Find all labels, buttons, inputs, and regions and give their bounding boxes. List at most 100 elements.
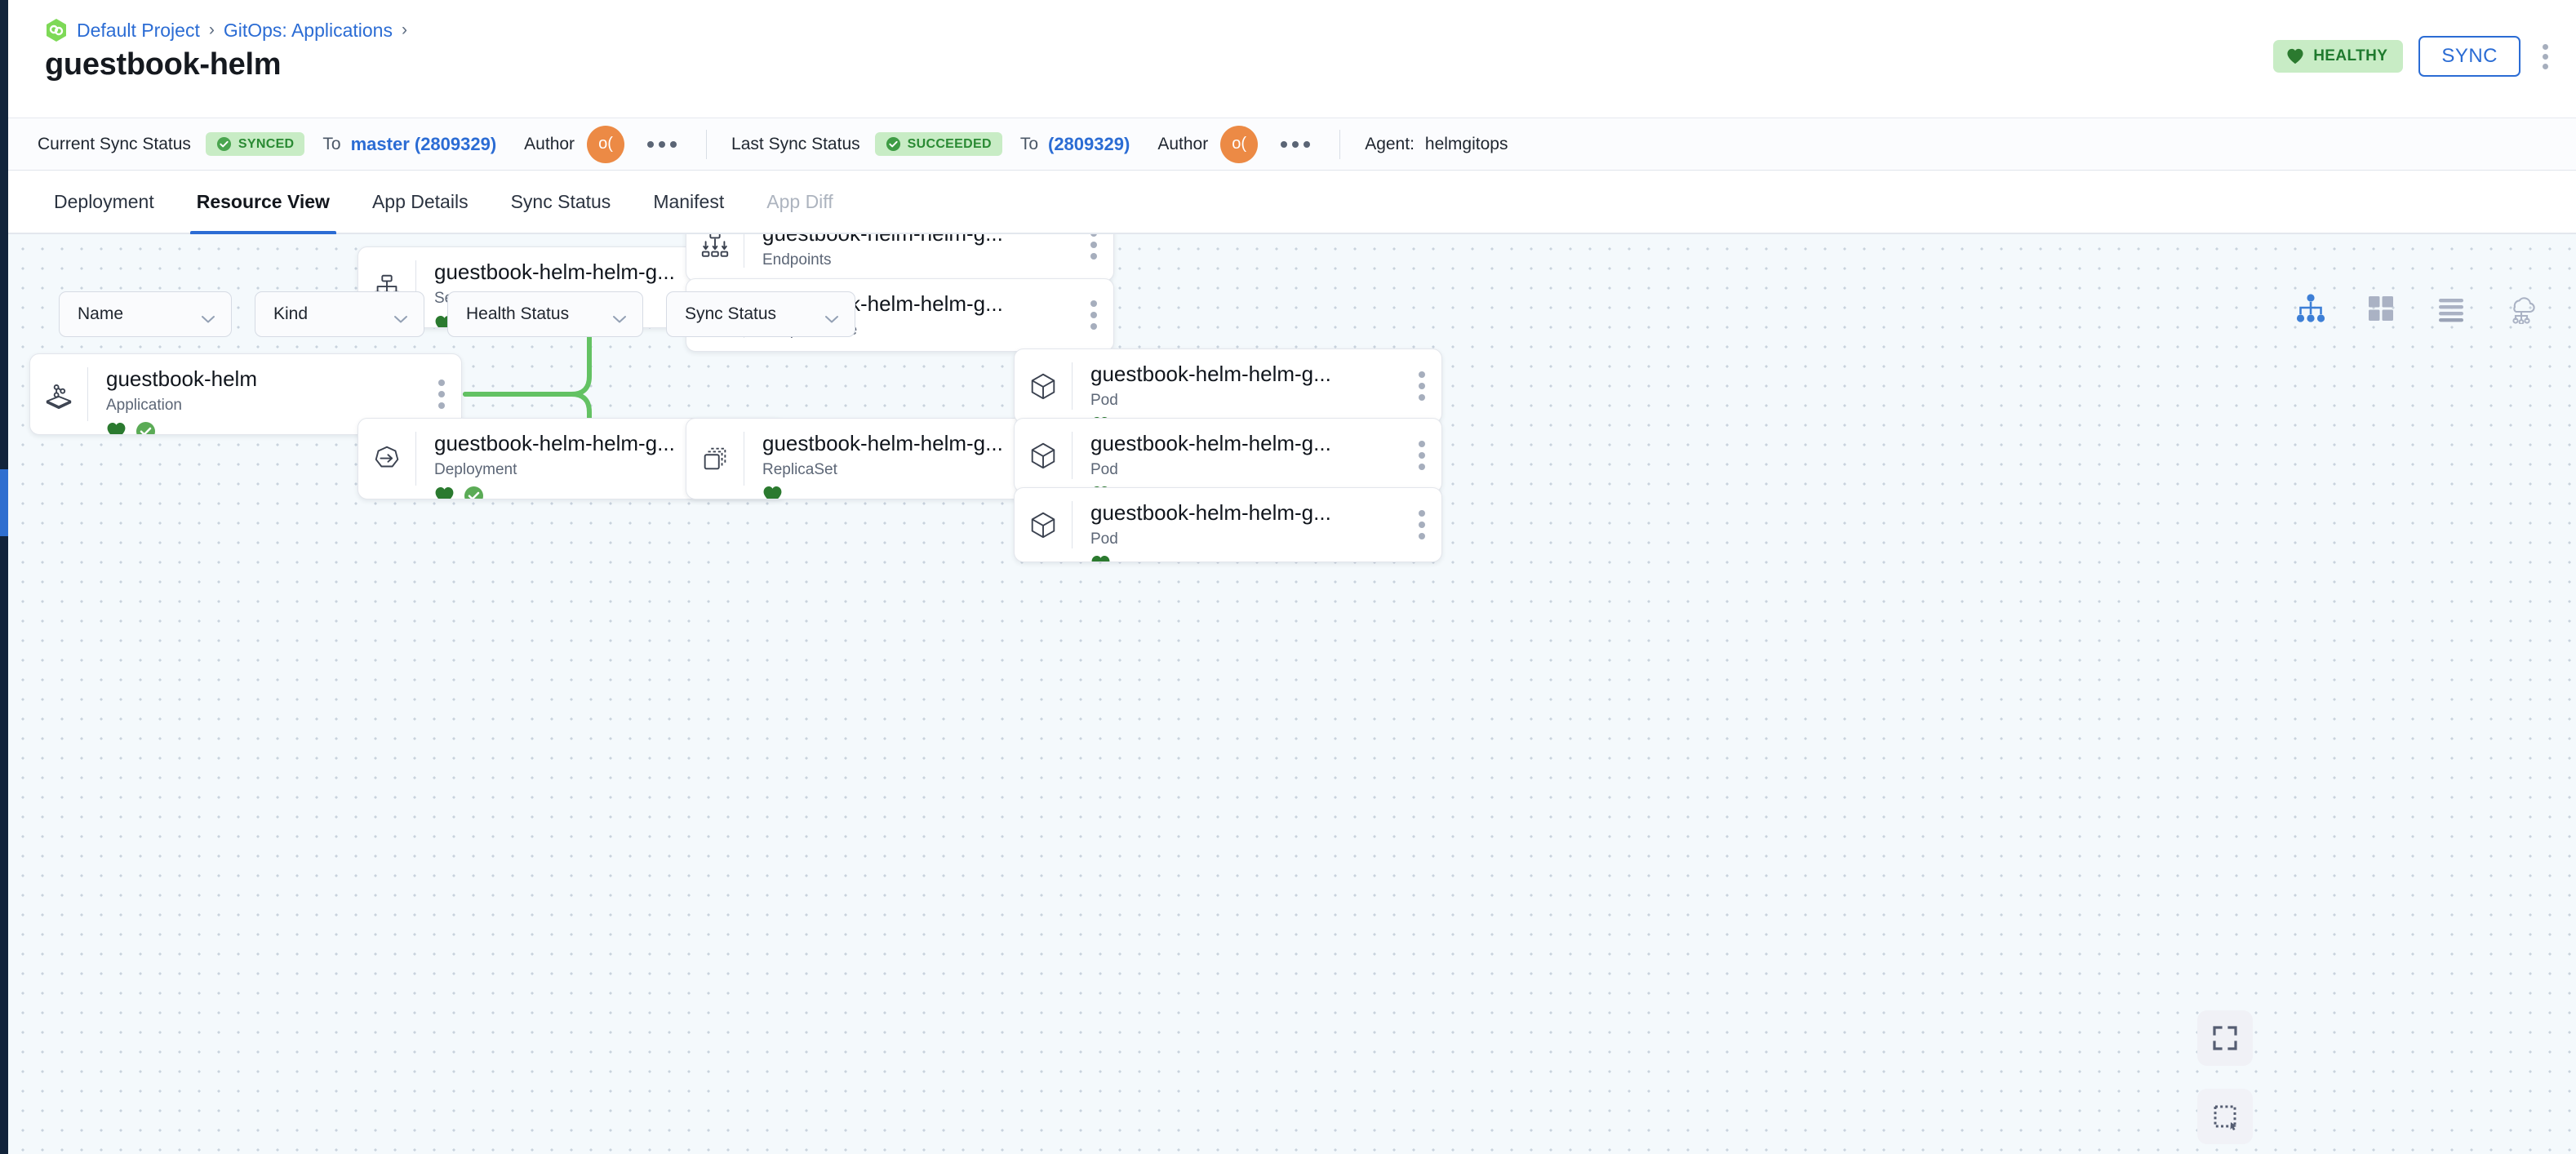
- current-sync-status-label: Current Sync Status: [38, 134, 191, 153]
- tab-sync-status[interactable]: Sync Status: [510, 190, 611, 212]
- heart-icon: [434, 486, 455, 499]
- node-status: [1090, 555, 1402, 561]
- check-circle-icon: [135, 421, 156, 434]
- divider: [415, 432, 416, 486]
- node-kind: Pod: [1090, 391, 1118, 409]
- selection-box-button[interactable]: [2197, 1089, 2253, 1144]
- replicaset-icon: [686, 419, 744, 499]
- divider: [1072, 362, 1073, 410]
- filter-sync-status[interactable]: Sync Status: [666, 291, 855, 337]
- node-status: [434, 486, 746, 499]
- divider: [87, 367, 88, 421]
- application-icon: [30, 354, 87, 434]
- node-status: [106, 421, 422, 434]
- kebab-vertical-icon[interactable]: [2536, 41, 2555, 73]
- chevron-down-icon: [393, 309, 409, 323]
- kebab-vertical-icon[interactable]: [1074, 279, 1113, 351]
- current-sync-status-badge[interactable]: SYNCED: [205, 132, 305, 156]
- graph-node-pod-2[interactable]: guestbook-helm-helm-g... Pod: [1014, 418, 1442, 493]
- node-kind: Endpoints: [762, 251, 832, 269]
- filter-kind-label: Kind: [273, 304, 309, 323]
- node-name: guestbook-helm-helm-g...: [1090, 362, 1331, 386]
- filter-health-status[interactable]: Health Status: [447, 291, 643, 337]
- last-sync-status-badge-label: SUCCEEDED: [907, 136, 992, 151]
- node-kind: Pod: [1090, 460, 1118, 478]
- breadcrumb-item-gitops-applications[interactable]: GitOps: Applications: [223, 19, 393, 41]
- current-author-label: Author: [524, 134, 575, 153]
- filter-name[interactable]: Name: [59, 291, 232, 337]
- tab-manifest[interactable]: Manifest: [653, 190, 725, 212]
- heart-icon: [2286, 48, 2304, 64]
- breadcrumb-item-default-project[interactable]: Default Project: [77, 19, 200, 41]
- node-name: guestbook-helm-helm-g...: [1090, 432, 1331, 455]
- check-circle-icon: [216, 136, 232, 152]
- divider: [1072, 432, 1073, 479]
- argo-project-icon: [45, 18, 68, 42]
- graph-node-pod-1[interactable]: guestbook-helm-helm-g... Pod: [1014, 348, 1442, 424]
- breadcrumb-separator: ›: [208, 20, 215, 39]
- app-rail: [0, 0, 8, 1154]
- graph-node-pod-3[interactable]: guestbook-helm-helm-g... Pod: [1014, 487, 1442, 562]
- node-name: guestbook-helm-helm-g...: [762, 234, 1074, 246]
- pod-icon: [1015, 488, 1072, 561]
- breadcrumb-separator: ›: [401, 20, 407, 39]
- network-view-icon[interactable]: [2506, 293, 2537, 325]
- current-revision-link[interactable]: master (2809329): [350, 133, 497, 154]
- check-circle-icon: [464, 486, 484, 499]
- page-header: Default Project › GitOps: Applications ›…: [8, 0, 2576, 118]
- avatar[interactable]: o(: [1220, 125, 1259, 163]
- last-revision-link[interactable]: (2809329): [1048, 133, 1130, 154]
- deployment-icon: [358, 419, 415, 499]
- last-sync-status-label: Last Sync Status: [731, 134, 860, 153]
- kebab-vertical-icon[interactable]: [1402, 419, 1441, 492]
- breadcrumb: Default Project › GitOps: Applications ›: [45, 18, 407, 42]
- node-name: guestbook-helm-helm-g...: [1090, 501, 1331, 525]
- last-to-label: To: [1019, 134, 1038, 153]
- node-kind: ReplicaSet: [762, 460, 837, 478]
- kebab-horizontal-icon[interactable]: [1276, 136, 1315, 153]
- chevron-down-icon: [824, 309, 840, 323]
- tab-app-diff: App Diff: [766, 190, 833, 212]
- tab-deployment[interactable]: Deployment: [54, 190, 154, 212]
- chevron-down-icon: [200, 309, 216, 323]
- last-sync-status-badge[interactable]: SUCCEEDED: [874, 132, 1002, 156]
- tab-bar: Deployment Resource View App Details Syn…: [8, 170, 2576, 235]
- filter-health-status-label: Health Status: [466, 304, 570, 323]
- resource-graph-canvas[interactable]: Name Kind Health Status Sync Status: [8, 234, 2576, 1154]
- filter-bar: Name Kind Health Status Sync Status: [59, 291, 855, 337]
- sync-button[interactable]: SYNC: [2418, 36, 2520, 77]
- selection-box-icon: [2211, 1103, 2239, 1130]
- graph-node-endpoints[interactable]: guestbook-helm-helm-g... Endpoints: [686, 234, 1114, 282]
- node-status: [762, 486, 1074, 499]
- kebab-vertical-icon[interactable]: [422, 354, 461, 434]
- tab-app-details[interactable]: App Details: [371, 190, 469, 212]
- filter-name-label: Name: [78, 304, 124, 323]
- check-circle-icon: [886, 136, 901, 152]
- filter-kind[interactable]: Kind: [255, 291, 424, 337]
- sync-status-bar: Current Sync Status SYNCED To master (28…: [8, 118, 2576, 171]
- heart-icon: [106, 422, 127, 434]
- health-badge-label: HEALTHY: [2313, 47, 2388, 64]
- kebab-vertical-icon[interactable]: [1074, 234, 1113, 281]
- divider: [1072, 501, 1073, 548]
- chevron-down-icon: [611, 309, 628, 323]
- filter-sync-status-label: Sync Status: [685, 304, 777, 323]
- tab-resource-view[interactable]: Resource View: [175, 170, 351, 235]
- tree-view-icon[interactable]: [2295, 293, 2326, 324]
- pod-icon: [1015, 419, 1072, 492]
- agent-label: Agent:: [1365, 134, 1415, 153]
- kebab-vertical-icon[interactable]: [1402, 488, 1441, 561]
- list-view-icon[interactable]: [2436, 293, 2467, 324]
- kebab-vertical-icon[interactable]: [1402, 349, 1441, 423]
- avatar[interactable]: o(: [587, 125, 625, 163]
- divider: [1339, 129, 1341, 159]
- grid-view-icon[interactable]: [2365, 293, 2396, 324]
- agent-value: helmgitops: [1424, 134, 1508, 153]
- page-title: guestbook-helm: [45, 47, 282, 82]
- current-sync-status-badge-label: SYNCED: [238, 136, 295, 151]
- view-toggle-group: [2295, 293, 2537, 325]
- kebab-horizontal-icon[interactable]: [642, 136, 682, 153]
- fullscreen-expand-button[interactable]: [2197, 1010, 2253, 1066]
- last-author-label: Author: [1157, 134, 1209, 153]
- status-badge-health[interactable]: HEALTHY: [2273, 40, 2404, 73]
